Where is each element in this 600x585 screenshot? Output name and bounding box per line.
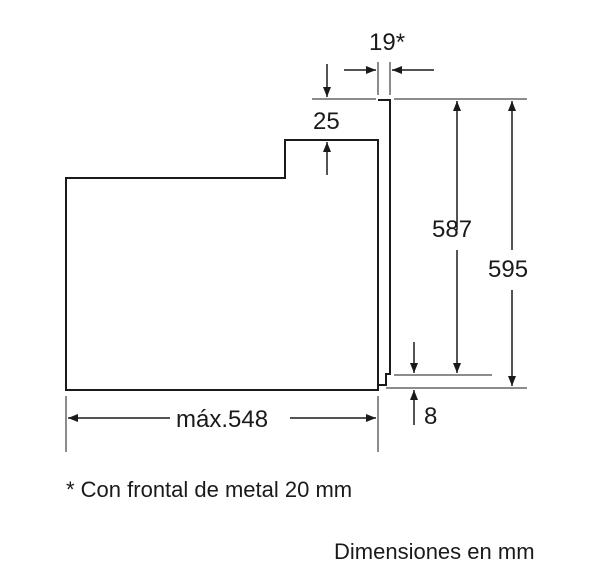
oven-body-outline <box>65 139 379 391</box>
bottom-offset-label: 8 <box>424 403 437 430</box>
oven-front-panel <box>378 99 391 386</box>
total-height-label: 595 <box>488 256 528 283</box>
footnote: * Con frontal de metal 20 mm <box>66 477 352 502</box>
units-note: Dimensiones en mm <box>334 539 535 564</box>
top-step-label: 25 <box>313 108 340 135</box>
inner-height-label: 587 <box>432 216 472 243</box>
front-thickness-label: 19* <box>369 29 405 56</box>
depth-label: máx.548 <box>176 406 268 433</box>
